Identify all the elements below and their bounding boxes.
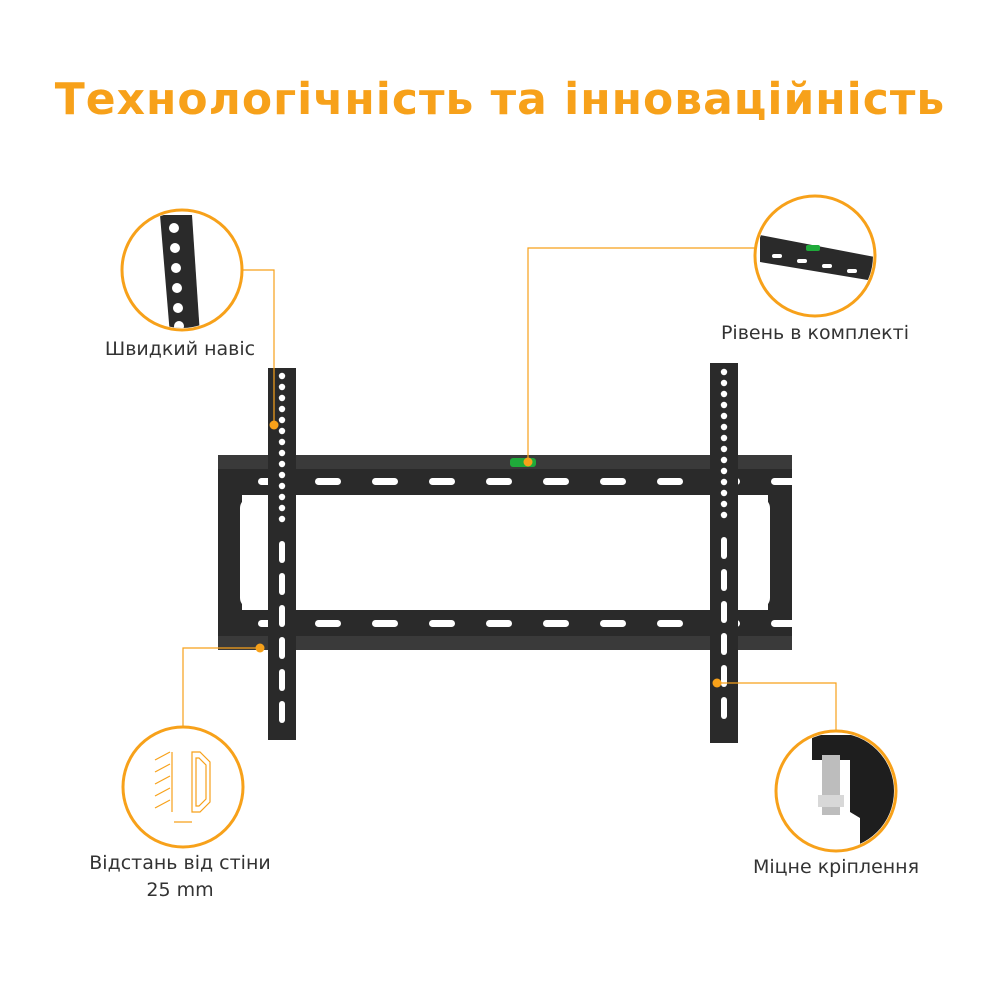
mounting-slot	[657, 478, 683, 485]
arm-slot	[279, 541, 285, 563]
mounting-slot	[543, 478, 569, 485]
feature-label-wall-distance: Відстань від стіни	[89, 852, 271, 874]
side-cutout	[748, 498, 770, 608]
arm-slot	[279, 669, 285, 691]
arm-hole	[720, 401, 728, 409]
arm-hole	[720, 412, 728, 420]
mounting-slot	[486, 620, 512, 627]
arm-slot	[279, 637, 285, 659]
arm-hole	[720, 445, 728, 453]
mounting-slot	[600, 620, 626, 627]
arm-hole	[720, 379, 728, 387]
mounting-slot	[372, 478, 398, 485]
arm-slot	[721, 569, 727, 591]
page-title: Технологічність та інноваційність	[54, 74, 946, 125]
wall-plate	[218, 469, 792, 636]
arm-hole	[720, 478, 728, 486]
arm-hole	[278, 383, 286, 391]
mounting-slot	[543, 620, 569, 627]
mounting-slot	[372, 620, 398, 627]
arm-hole	[720, 390, 728, 398]
mounting-slot	[657, 620, 683, 627]
mounting-slot	[429, 478, 455, 485]
feature-label-secure-mount: Міцне кріплення	[752, 856, 920, 878]
arm-slot	[721, 601, 727, 623]
feature-label-level: Рівень в комплекті	[720, 322, 910, 344]
mounting-slot	[429, 620, 455, 627]
arm-hole	[278, 438, 286, 446]
arm-hole	[278, 416, 286, 424]
bubble-level-icon	[753, 194, 877, 318]
arm-hole	[720, 423, 728, 431]
arm-hole	[720, 489, 728, 497]
arm-hole	[720, 467, 728, 475]
arm-hole	[278, 515, 286, 523]
wall-distance-icon	[121, 725, 245, 849]
arm-hole	[720, 456, 728, 464]
tv-wall-bracket	[218, 363, 797, 743]
arm-hole	[278, 460, 286, 468]
mounting-slot	[315, 478, 341, 485]
arm-slot	[721, 537, 727, 559]
hanging-arm-icon	[120, 208, 244, 332]
mounting-slot	[771, 478, 797, 485]
arm-hole	[720, 511, 728, 519]
mounting-slot	[771, 620, 797, 627]
arm-hole	[278, 449, 286, 457]
arm-hole	[278, 427, 286, 435]
arm-hole	[278, 394, 286, 402]
arm-slot	[279, 605, 285, 627]
arm-hole	[720, 434, 728, 442]
bottom-lip	[218, 636, 792, 650]
arm-hole	[278, 471, 286, 479]
connector-lines	[182, 247, 837, 731]
arm-slot	[279, 701, 285, 723]
side-cutout	[240, 498, 262, 608]
secure-lock-icon	[774, 729, 898, 853]
arm-hole	[720, 500, 728, 508]
feature-sublabel-distance-value: 25 mm	[146, 879, 214, 901]
mounting-slot	[315, 620, 341, 627]
mounting-slot	[600, 478, 626, 485]
top-rail	[218, 455, 792, 469]
connector-dots	[255, 420, 722, 688]
mounting-slot	[486, 478, 512, 485]
arm-hole	[278, 405, 286, 413]
feature-label-quick-hang: Швидкий навіс	[104, 338, 256, 360]
arm-hole	[278, 482, 286, 490]
arm-hole	[278, 372, 286, 380]
arm-slot	[721, 697, 727, 719]
arm-slot	[721, 665, 727, 687]
arm-hole	[278, 493, 286, 501]
arm-slot	[721, 633, 727, 655]
arm-slot	[279, 573, 285, 595]
arm-hole	[278, 504, 286, 512]
arm-hole	[720, 368, 728, 376]
